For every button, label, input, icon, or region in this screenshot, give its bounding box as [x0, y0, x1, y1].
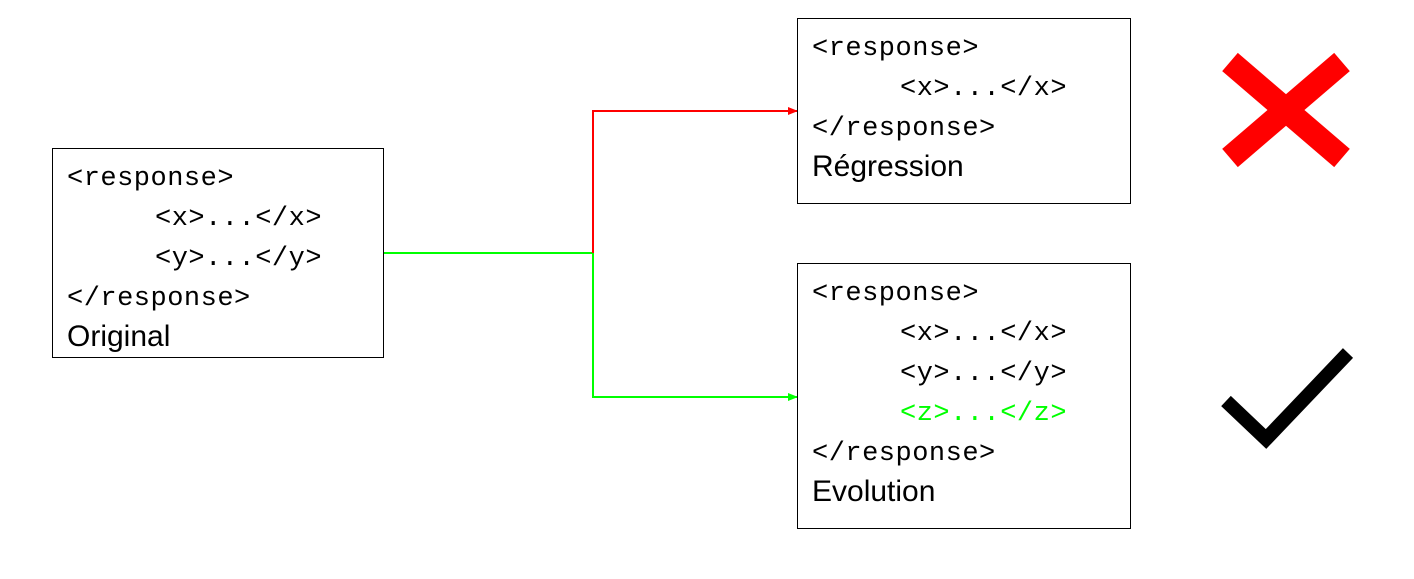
evolution-line-x: <x>...</x> — [900, 319, 1068, 349]
regression-line-x: <x>...</x> — [900, 74, 1068, 104]
regression-arrow — [592, 107, 798, 253]
original-line-x: <x>...</x> — [155, 204, 323, 234]
original-line-y: <y>...</y> — [155, 244, 323, 274]
evolution-line-response-open: <response> — [812, 279, 980, 309]
regression-line-response-close: </response> — [812, 114, 996, 144]
evolution-line-z-added: <z>...</z> — [900, 399, 1068, 429]
regression-line-response-open: <response> — [812, 34, 980, 64]
regression-box: <response> <x>...</x> </response> Régres… — [797, 18, 1131, 204]
original-caption: Original — [67, 320, 171, 353]
cross-icon — [1222, 52, 1350, 168]
evolution-arrow — [592, 253, 798, 401]
checkmark-icon — [1221, 348, 1354, 449]
original-line-response-open: <response> — [67, 164, 235, 194]
evolution-line-response-close: </response> — [812, 439, 996, 469]
evolution-caption: Evolution — [812, 475, 936, 508]
original-box: <response> <x>...</x> <y>...</y> </respo… — [52, 148, 384, 358]
original-line-response-close: </response> — [67, 284, 251, 314]
regression-caption: Régression — [812, 150, 964, 183]
evolution-box: <response> <x>...</x> <y>...</y> <z>...<… — [797, 263, 1131, 529]
evolution-line-y: <y>...</y> — [900, 359, 1068, 389]
